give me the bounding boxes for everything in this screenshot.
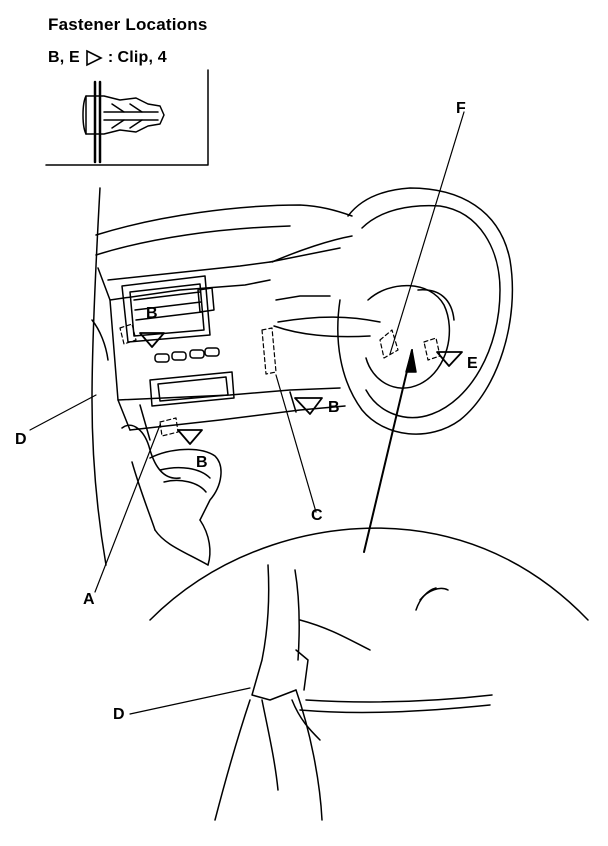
legend-separator: :: [107, 49, 114, 66]
fastener-legend: B, E : Clip, 4: [48, 49, 167, 67]
clip-b-marker-2: [294, 397, 323, 415]
legend-codes: B, E: [48, 49, 80, 66]
clip-detail-inset: [45, 69, 209, 166]
steering-wheel: [273, 187, 514, 435]
column-cover-detail: [214, 564, 493, 821]
callout-e: E: [467, 355, 478, 372]
detail-magnifier: [149, 349, 589, 621]
clip-b-marker-3: [177, 429, 203, 445]
clip-b-marker-1: [139, 332, 165, 348]
callout-f: F: [456, 100, 466, 117]
dashboard-top: [95, 204, 353, 301]
clip-e-marker: [436, 351, 463, 367]
leader-lines: [29, 111, 465, 715]
radio-unit: [149, 371, 235, 407]
callout-b-column: B: [328, 399, 340, 416]
legend-description: Clip, 4: [117, 49, 167, 66]
hidden-clip-outlines: [119, 323, 441, 437]
technician-hand: [121, 424, 222, 566]
center-air-vent: [121, 275, 215, 343]
callout-d-lower: D: [113, 706, 125, 723]
callout-a: A: [83, 591, 95, 608]
lower-dash-panel: [109, 299, 346, 441]
control-buttons: [154, 347, 220, 363]
clip-triangle-icon: [86, 49, 103, 67]
diagram-title: Fastener Locations: [48, 15, 208, 34]
callout-d-upper: D: [15, 431, 27, 448]
clip-markers: [139, 332, 463, 445]
door-pillar: [91, 187, 109, 566]
callout-c: C: [311, 507, 323, 524]
callout-b-lower: B: [196, 454, 208, 471]
callout-b-vent: B: [146, 305, 158, 322]
